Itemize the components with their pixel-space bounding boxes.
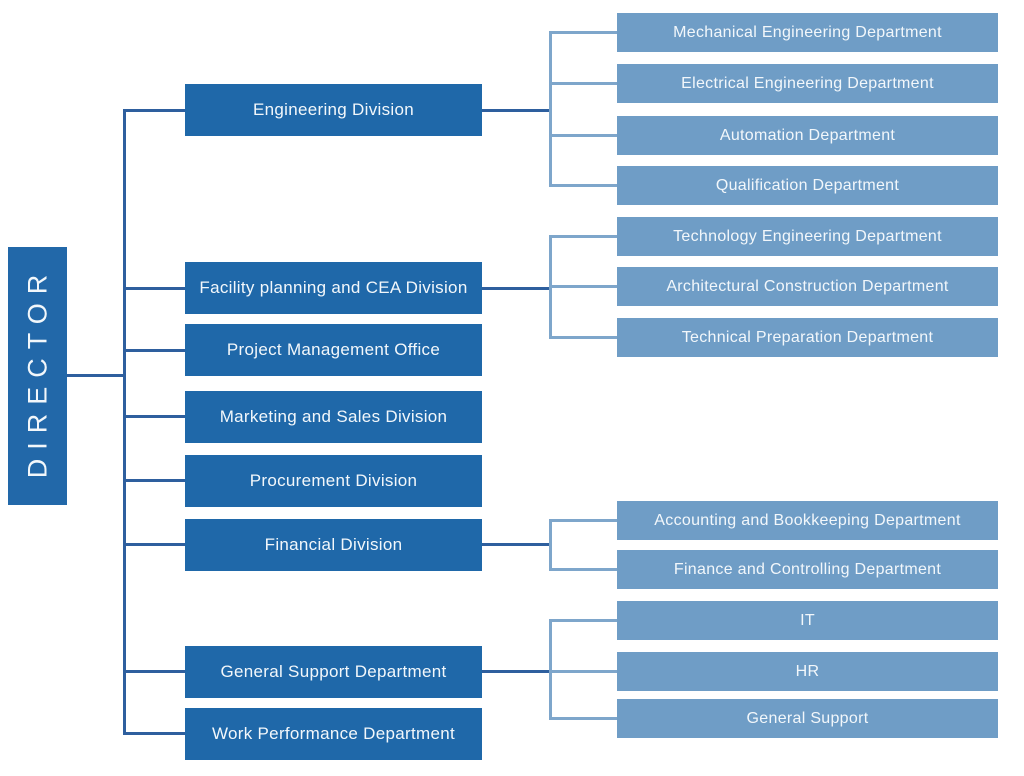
department-box-qualification: Qualification Department (617, 166, 998, 205)
connector-stub-marketing (123, 415, 185, 418)
department-box-architectural-construction: Architectural Construction Department (617, 267, 998, 306)
connector-stub-procurement (123, 479, 185, 482)
connector-director-stub (67, 374, 123, 377)
department-label: Technical Preparation Department (681, 328, 934, 346)
connector-stub-work-performance (123, 732, 185, 735)
division-box-work-performance: Work Performance Department (185, 708, 482, 760)
connector-stub-electrical (549, 82, 617, 85)
division-label: Marketing and Sales Division (219, 407, 448, 426)
department-box-mechanical-engineering: Mechanical Engineering Department (617, 13, 998, 52)
department-box-electrical-engineering: Electrical Engineering Department (617, 64, 998, 103)
connector-facility-branch (482, 287, 551, 290)
department-label: IT (800, 611, 815, 629)
department-label: General Support (746, 709, 869, 727)
department-box-hr: HR (617, 652, 998, 691)
department-label: HR (795, 662, 820, 680)
department-box-it: IT (617, 601, 998, 640)
department-box-automation: Automation Department (617, 116, 998, 155)
department-box-technology-engineering: Technology Engineering Department (617, 217, 998, 256)
connector-stub-engineering (123, 109, 185, 112)
connector-left-trunk (123, 109, 126, 735)
division-label: Engineering Division (253, 100, 414, 119)
connector-general-support-rail (549, 619, 552, 720)
connector-stub-hr (549, 670, 617, 673)
department-label: Architectural Construction Department (666, 277, 949, 295)
division-label: Work Performance Department (211, 724, 456, 743)
department-box-general-support: General Support (617, 699, 998, 738)
division-box-facility-planning: Facility planning and CEA Division (185, 262, 482, 314)
department-label: Electrical Engineering Department (681, 74, 934, 92)
director-label: DIRECTOR (22, 265, 53, 478)
connector-general-support-branch (482, 670, 551, 673)
connector-stub-it (549, 619, 617, 622)
division-box-procurement: Procurement Division (185, 455, 482, 507)
department-label: Mechanical Engineering Department (673, 23, 942, 41)
connector-stub-mechanical (549, 31, 617, 34)
connector-stub-facility (123, 287, 185, 290)
department-label: Accounting and Bookkeeping Department (654, 511, 961, 529)
department-label: Finance and Controlling Department (673, 560, 942, 578)
connector-financial-rail (549, 519, 552, 571)
connector-stub-architectural (549, 285, 617, 288)
connector-financial-branch (482, 543, 551, 546)
connector-engineering-rail (549, 31, 552, 187)
connector-stub-general-support (123, 670, 185, 673)
division-box-project-management: Project Management Office (185, 324, 482, 376)
connector-stub-qualification (549, 184, 617, 187)
connector-stub-technology (549, 235, 617, 238)
connector-stub-pmo (123, 349, 185, 352)
department-box-technical-preparation: Technical Preparation Department (617, 318, 998, 357)
connector-stub-technical-prep (549, 336, 617, 339)
connector-stub-accounting (549, 519, 617, 522)
connector-stub-financial (123, 543, 185, 546)
division-label: Procurement Division (249, 471, 418, 490)
connector-engineering-branch (482, 109, 551, 112)
department-box-accounting-bookkeeping: Accounting and Bookkeeping Department (617, 501, 998, 540)
director-box: DIRECTOR (8, 247, 67, 505)
department-box-finance-controlling: Finance and Controlling Department (617, 550, 998, 589)
department-label: Technology Engineering Department (673, 227, 942, 245)
division-box-marketing-sales: Marketing and Sales Division (185, 391, 482, 443)
division-box-engineering: Engineering Division (185, 84, 482, 136)
department-label: Automation Department (719, 126, 896, 144)
department-label: Qualification Department (715, 176, 900, 194)
division-label: General Support Department (220, 662, 447, 681)
connector-stub-finance (549, 568, 617, 571)
connector-stub-automation (549, 134, 617, 137)
division-box-general-support: General Support Department (185, 646, 482, 698)
division-box-financial: Financial Division (185, 519, 482, 571)
division-label: Facility planning and CEA Division (199, 278, 468, 297)
division-label: Financial Division (264, 535, 403, 554)
connector-stub-general-support-dept (549, 717, 617, 720)
division-label: Project Management Office (226, 340, 441, 359)
